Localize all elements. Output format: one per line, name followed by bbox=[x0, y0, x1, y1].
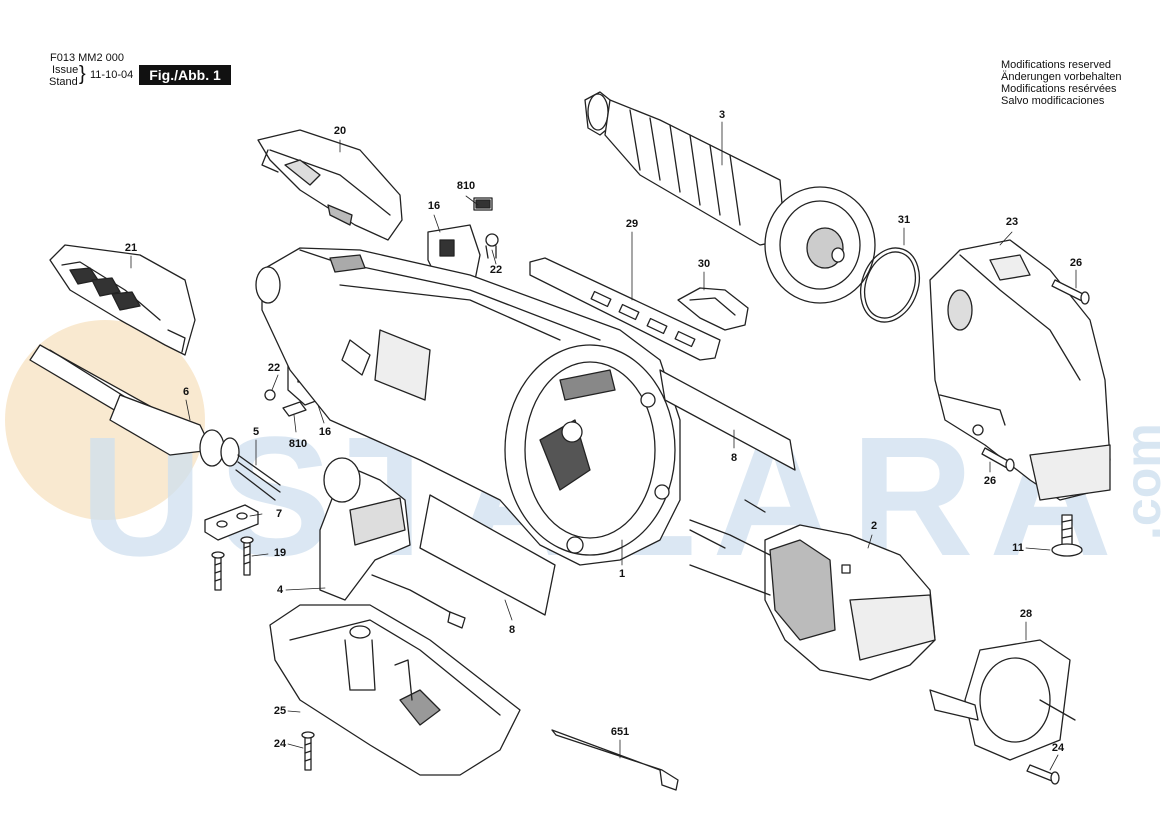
callout-19: 19 bbox=[273, 547, 287, 559]
notice-line: Salvo modificaciones bbox=[1001, 95, 1105, 107]
bracket-glyph: } bbox=[79, 63, 86, 85]
part-31-o-ring bbox=[860, 247, 920, 323]
callout-22-top: 22 bbox=[489, 264, 503, 276]
callout-1: 1 bbox=[618, 568, 626, 580]
part-11-flange-bolt bbox=[1051, 514, 1083, 557]
part-29-switch-slide bbox=[529, 257, 721, 361]
part-28-bracket bbox=[929, 639, 1076, 761]
part-6-cable-sleeve bbox=[29, 344, 240, 467]
callout-8-bottom: 8 bbox=[508, 624, 516, 636]
part-25-bottom-cover bbox=[269, 604, 521, 776]
callout-5: 5 bbox=[252, 426, 260, 438]
callout-4: 4 bbox=[276, 584, 284, 596]
part-30-button bbox=[677, 287, 749, 331]
callout-31: 31 bbox=[897, 214, 911, 226]
callout-8-right: 8 bbox=[730, 452, 738, 464]
callout-651: 651 bbox=[610, 726, 630, 738]
stand-label: Stand bbox=[49, 76, 78, 88]
callout-29: 29 bbox=[625, 218, 639, 230]
notice-line: Änderungen vorbehalten bbox=[1001, 71, 1122, 83]
part-3-armature bbox=[584, 91, 876, 304]
callout-24-left: 24 bbox=[273, 738, 287, 750]
issue-date: 11-10-04 bbox=[90, 69, 134, 81]
callout-6: 6 bbox=[182, 386, 190, 398]
callout-810-top: 810 bbox=[456, 180, 476, 192]
part-5-wire-leads bbox=[235, 454, 281, 501]
callout-3: 3 bbox=[718, 109, 726, 121]
callout-2: 2 bbox=[870, 520, 878, 532]
callout-25: 25 bbox=[273, 705, 287, 717]
part-7-cable-clamp bbox=[204, 504, 259, 541]
part-26-screws bbox=[981, 279, 1090, 472]
notice-line: Modifications reserved bbox=[1001, 59, 1112, 71]
callout-11: 11 bbox=[1012, 542, 1024, 554]
part-23-gear-head bbox=[929, 239, 1111, 501]
callout-810-left: 810 bbox=[288, 438, 308, 450]
notice-line: Modifications resérvées bbox=[1001, 83, 1117, 95]
part-20-top-cover bbox=[257, 129, 403, 241]
issue-label: Issue bbox=[52, 64, 79, 76]
callout-26-bottom: 26 bbox=[983, 475, 997, 487]
modifications-notice: Modifications reserved Änderungen vorbeh… bbox=[1001, 59, 1121, 107]
part-8-label-sheets bbox=[419, 369, 796, 616]
callout-23: 23 bbox=[1005, 216, 1019, 228]
callout-16-left: 16 bbox=[318, 426, 332, 438]
figure-label: Fig./Abb. 1 bbox=[139, 65, 231, 85]
part-651-hex-key bbox=[551, 729, 679, 791]
part-24-screw-right bbox=[1026, 764, 1060, 785]
part-21-side-cover bbox=[49, 244, 196, 356]
part-4-switch bbox=[319, 457, 466, 629]
part-24-screw-left bbox=[301, 731, 315, 771]
part-number: F013 MM2 000 bbox=[50, 52, 124, 64]
leader-lines bbox=[130, 121, 1077, 771]
part-1-motor-housing bbox=[255, 247, 681, 566]
part-2-field-coil bbox=[689, 499, 936, 681]
callout-21: 21 bbox=[124, 242, 138, 254]
callout-26-top: 26 bbox=[1069, 257, 1083, 269]
callout-28: 28 bbox=[1019, 608, 1033, 620]
callout-7: 7 bbox=[275, 508, 283, 520]
callout-22-left: 22 bbox=[267, 362, 281, 374]
callout-30: 30 bbox=[697, 258, 711, 270]
callout-16-top: 16 bbox=[427, 200, 441, 212]
callout-24-right: 24 bbox=[1051, 742, 1065, 754]
part-19-screws bbox=[211, 536, 254, 591]
callout-20: 20 bbox=[333, 125, 347, 137]
